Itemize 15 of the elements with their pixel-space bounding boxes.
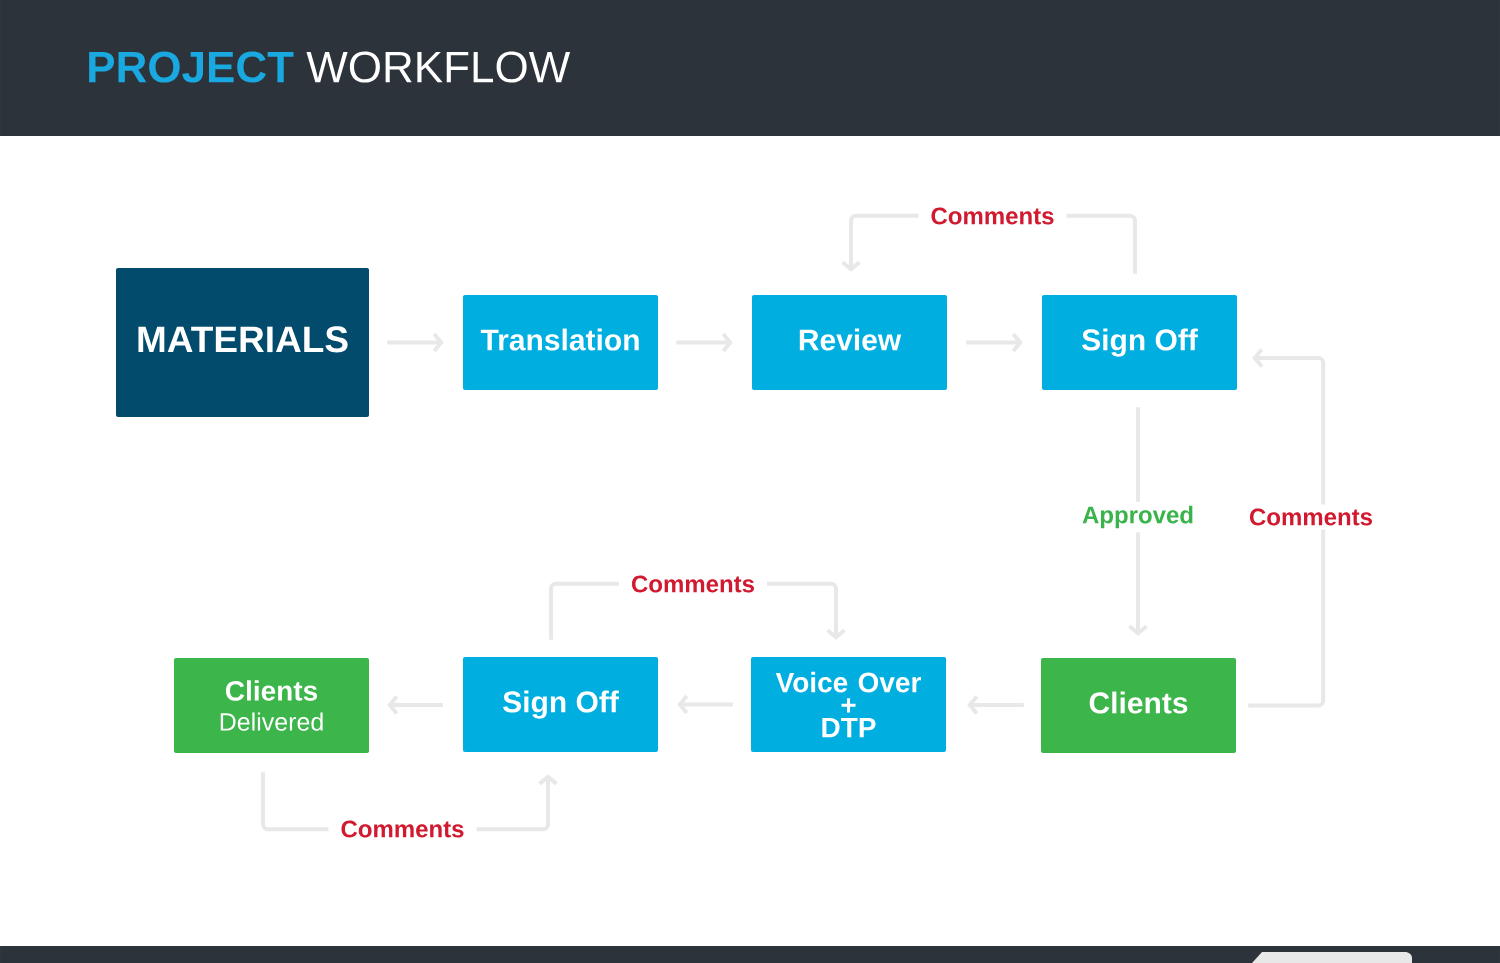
- edge-label: Comments: [1248, 504, 1374, 530]
- arrow: [1128, 407, 1148, 636]
- process-box: Translation: [463, 295, 658, 390]
- process-box: Sign Off: [463, 657, 658, 752]
- process-box: MATERIALS: [116, 268, 369, 417]
- title: PROJECT WORKFLOW: [89, 51, 571, 83]
- process-box: Clients Delivered: [174, 658, 369, 753]
- edge-label: Comments: [918, 206, 1067, 226]
- process-box: Clients: [1041, 658, 1236, 753]
- process-box: Voice Over + DTP: [751, 657, 946, 752]
- edge-label: Comments: [328, 819, 477, 839]
- process-box: Sign Off: [1042, 295, 1237, 390]
- process-box: Review: [752, 295, 947, 390]
- edge-label: Comments: [619, 574, 767, 594]
- edge-label: Approved: [1081, 501, 1195, 533]
